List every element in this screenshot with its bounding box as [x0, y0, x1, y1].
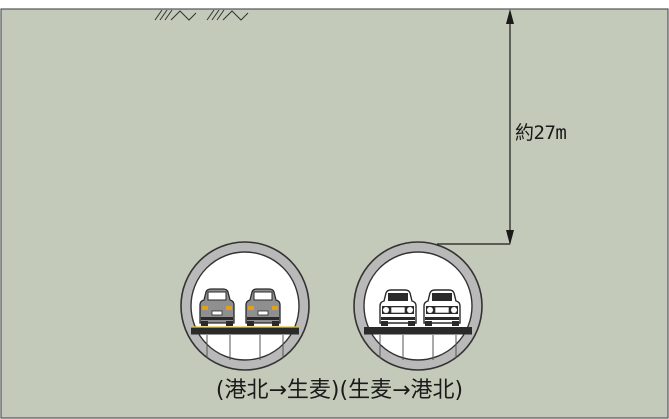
support-columns	[206, 335, 284, 360]
grass-symbol-icon	[154, 9, 197, 21]
road-deck	[191, 326, 299, 335]
arrow-down-icon	[506, 230, 514, 245]
tunnel-direction-caption: (港北→生麦)(生麦→港北)	[215, 378, 464, 403]
tunnel-right	[353, 241, 483, 371]
ground-area	[0, 8, 669, 419]
arrow-up-icon	[506, 9, 514, 24]
depth-dimension-line	[437, 9, 514, 245]
car-icon	[379, 289, 417, 327]
tunnel-left	[180, 241, 310, 371]
car-icon	[199, 288, 235, 327]
car-icon	[245, 288, 281, 327]
grass-symbol-icon	[206, 9, 249, 21]
depth-label: 約27m	[515, 122, 567, 144]
car-icon	[423, 289, 461, 327]
road-deck	[364, 327, 472, 335]
support-columns	[379, 335, 457, 360]
